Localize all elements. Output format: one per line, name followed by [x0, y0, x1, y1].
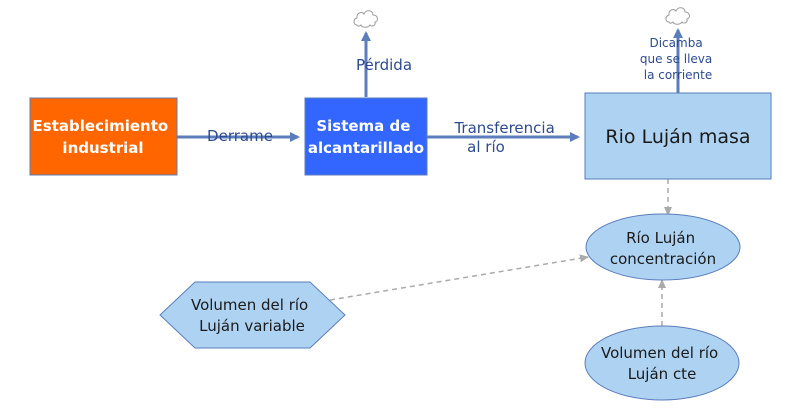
sistema-alcantarillado-stock[interactable]: Sistema de alcantarillado	[304, 97, 428, 176]
svg-text:Sistema de alcantarillad: Sistema de alcantarillado	[308, 117, 424, 157]
rio-lujan-masa-stock[interactable]: Rio Luján masa	[584, 92, 772, 180]
transferencia-flow-label: Transferencia al río	[453, 119, 559, 156]
svg-text:Rio Luján masa: Rio Luján masa	[605, 126, 750, 148]
dicamba-flow-label: Dicamba que se lleva la corriente	[640, 36, 716, 82]
cloud-icon	[665, 7, 690, 25]
volumen-rio-cte-variable[interactable]: Volumen del río Luján cte	[584, 325, 740, 401]
volumen-variable-label-line1: Volumen del río	[191, 296, 308, 314]
svg-text:Volumen del río Luján va: Volumen del río Luján variable	[191, 296, 313, 335]
svg-text:Río Luján concentración: Río Luján concentración	[610, 229, 716, 268]
rio-lujan-concentracion-variable[interactable]: Río Luján concentración	[585, 213, 741, 281]
perdida-flow-label: Pérdida	[356, 56, 412, 74]
establecimiento-label-line1: Establecimiento	[33, 117, 169, 135]
concentracion-label-line2: concentración	[610, 250, 716, 268]
rio-masa-label: Rio Luján masa	[605, 126, 750, 148]
volumen-cte-label-line1: Volumen del río	[601, 344, 718, 362]
link-volumen-variable-to-concentracion	[329, 254, 589, 301]
establecimiento-industrial-stock[interactable]: Establecimiento industrial	[29, 97, 178, 176]
svg-text:Volumen del río Luján ct: Volumen del río Luján cte	[601, 344, 723, 383]
sistema-label-line1: Sistema de	[316, 117, 410, 135]
volumen-variable-label-line2: Luján variable	[199, 317, 305, 335]
sistema-label-line2: alcantarillado	[308, 139, 424, 157]
svg-text:Establecimiento industri: Establecimiento industrial	[33, 117, 174, 157]
concentracion-label-line1: Río Luján	[626, 229, 695, 247]
cloud-icon	[353, 10, 378, 28]
volumen-rio-variable-node[interactable]: Volumen del río Luján variable	[159, 281, 346, 349]
establecimiento-label-line2: industrial	[62, 139, 143, 157]
derrame-flow-label: Derrame	[207, 127, 273, 145]
volumen-cte-label-line2: Luján cte	[628, 365, 697, 383]
